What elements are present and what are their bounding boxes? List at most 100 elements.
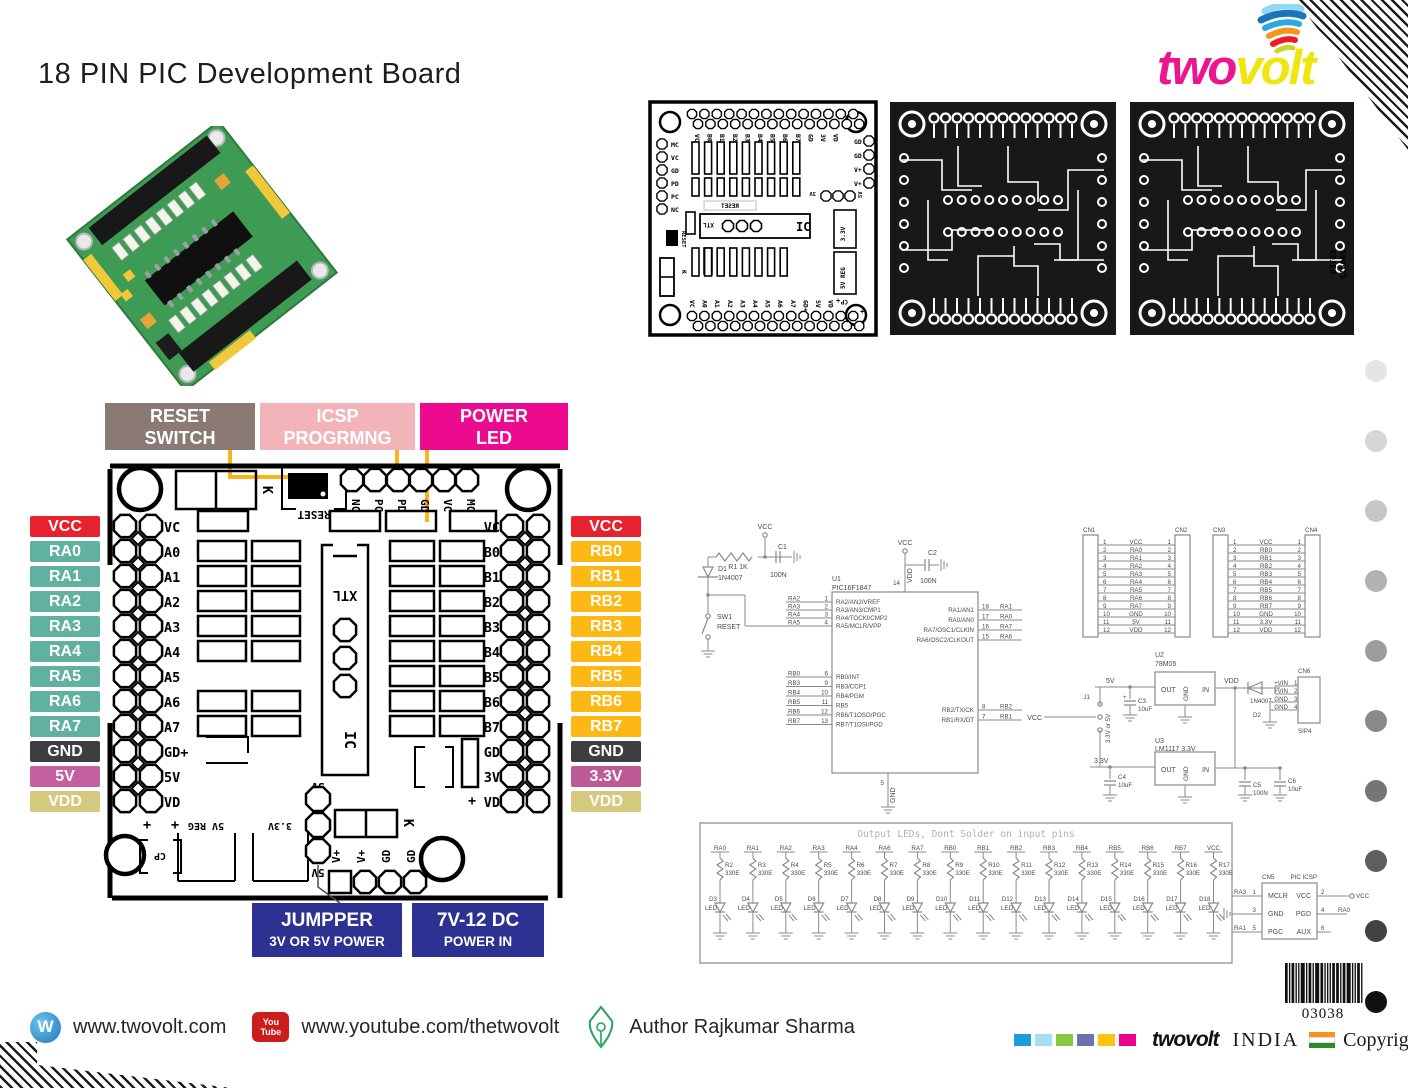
youtube-link[interactable]: www.youtube.com/thetwovolt (301, 1015, 560, 1038)
d-ref: D3 (709, 896, 717, 903)
pad (810, 108, 822, 120)
pin-name: RA0/AN0 (948, 617, 974, 624)
ground-symbol (1238, 794, 1252, 802)
pad (962, 313, 975, 325)
pin-number: 10 (1233, 611, 1240, 618)
pad (736, 310, 747, 322)
pad (761, 310, 772, 322)
pad-diamond (130, 680, 146, 697)
led-triangle (1075, 902, 1088, 914)
pad (754, 118, 766, 130)
pad (525, 613, 551, 639)
pad (832, 190, 844, 202)
pin-label-ra2: RA2 (30, 591, 100, 612)
header-pin-label: PC (372, 499, 385, 512)
pad (1335, 153, 1345, 163)
trace (902, 159, 972, 191)
callout-box (105, 403, 255, 450)
pin-label-vdd: VDD (571, 791, 641, 812)
logo-two: two (1157, 41, 1237, 95)
d-ref: D7 (841, 896, 849, 903)
footprint (766, 247, 776, 277)
pad (835, 310, 847, 322)
net-label: RB0 (1260, 547, 1273, 554)
pad (943, 195, 953, 205)
net-label: RB5 (1109, 845, 1122, 852)
footprint (703, 247, 713, 277)
pad (138, 638, 164, 664)
mounting-hole (116, 465, 164, 513)
net-label: RA1 (1000, 604, 1013, 611)
d2-part: 1N4007 (1250, 698, 1272, 705)
cap-bracket (414, 746, 425, 788)
net-label: RB1 (977, 845, 990, 852)
header-pad (385, 467, 411, 493)
d-label: LED (935, 905, 948, 912)
pin-name: RB4/PGM (836, 693, 864, 700)
trace (1142, 159, 1212, 191)
mounting-hole (103, 833, 147, 877)
r-value: 330E (791, 870, 805, 877)
pin-number: 10 (1103, 611, 1110, 618)
hole-center (1090, 120, 1098, 128)
net-label: RA6 (878, 845, 891, 852)
pad (1066, 112, 1078, 124)
barcode-bar (1300, 963, 1305, 1003)
pad (810, 310, 822, 322)
footprint (779, 141, 788, 175)
pad (525, 788, 551, 814)
pin-label-ra5: RA5 (30, 666, 100, 687)
inner-pin-VD: VD (484, 795, 500, 811)
d-label: LED (705, 905, 718, 912)
pin-name: MCLR (1268, 893, 1288, 900)
pad (974, 313, 986, 325)
pin-name: AUX (1297, 929, 1312, 936)
pad (791, 320, 803, 332)
pin-number: 2 (1294, 688, 1298, 695)
pin-name: RB1/RX/DT (942, 717, 975, 724)
plus: + (1123, 694, 1127, 701)
barcode-bar (1324, 963, 1326, 1003)
led-triangle (878, 902, 891, 914)
sw1-label: SW1 (717, 614, 732, 621)
ground-symbol (1178, 716, 1192, 724)
pad (798, 108, 809, 120)
pad (899, 197, 909, 207)
net-label: GND (1259, 611, 1273, 618)
footprint (792, 177, 801, 197)
led-arrows (755, 913, 765, 922)
color-swatch (1098, 1034, 1115, 1046)
r-ref: R13 (1087, 862, 1099, 869)
pcb-label: VC (671, 154, 679, 162)
ghost-reset: RESET (721, 203, 739, 210)
d-label: LED (1001, 905, 1014, 912)
cap-bracket (445, 746, 454, 788)
u2-in: IN (1202, 687, 1209, 694)
pad (1025, 227, 1036, 237)
resistor (1176, 857, 1185, 881)
pin-number: 1 (1233, 539, 1237, 546)
pin-number: 1 (825, 596, 829, 603)
u1-part: PIC16F1847 (832, 585, 871, 592)
pad (1213, 112, 1225, 124)
pad (1039, 227, 1050, 237)
pcb-label: B1 (718, 134, 726, 142)
c3-value: 10uF (1138, 706, 1152, 713)
barcode-bar (1306, 963, 1308, 1003)
page-title: 18 PIN PIC Development Board (38, 58, 462, 90)
pad-diamond (130, 780, 146, 797)
vcc-node (902, 548, 908, 554)
barcode-bar (1320, 963, 1324, 1003)
resistor (979, 857, 988, 881)
pin-name: RA7/OSC1/CLKIN (923, 627, 974, 634)
led-array-title: Output LEDs, Dont Solder on input pins (857, 829, 1074, 840)
pad-diamond (130, 555, 146, 572)
callout-line1: RESET (150, 406, 210, 426)
pin-number: 4 (1168, 563, 1172, 570)
c3-label: C3 (1138, 698, 1146, 705)
footprint (388, 664, 436, 688)
pad (656, 164, 668, 176)
d-label: LED (1166, 905, 1179, 912)
website-link[interactable]: www.twovolt.com (73, 1015, 227, 1038)
led-triangle (812, 902, 825, 914)
